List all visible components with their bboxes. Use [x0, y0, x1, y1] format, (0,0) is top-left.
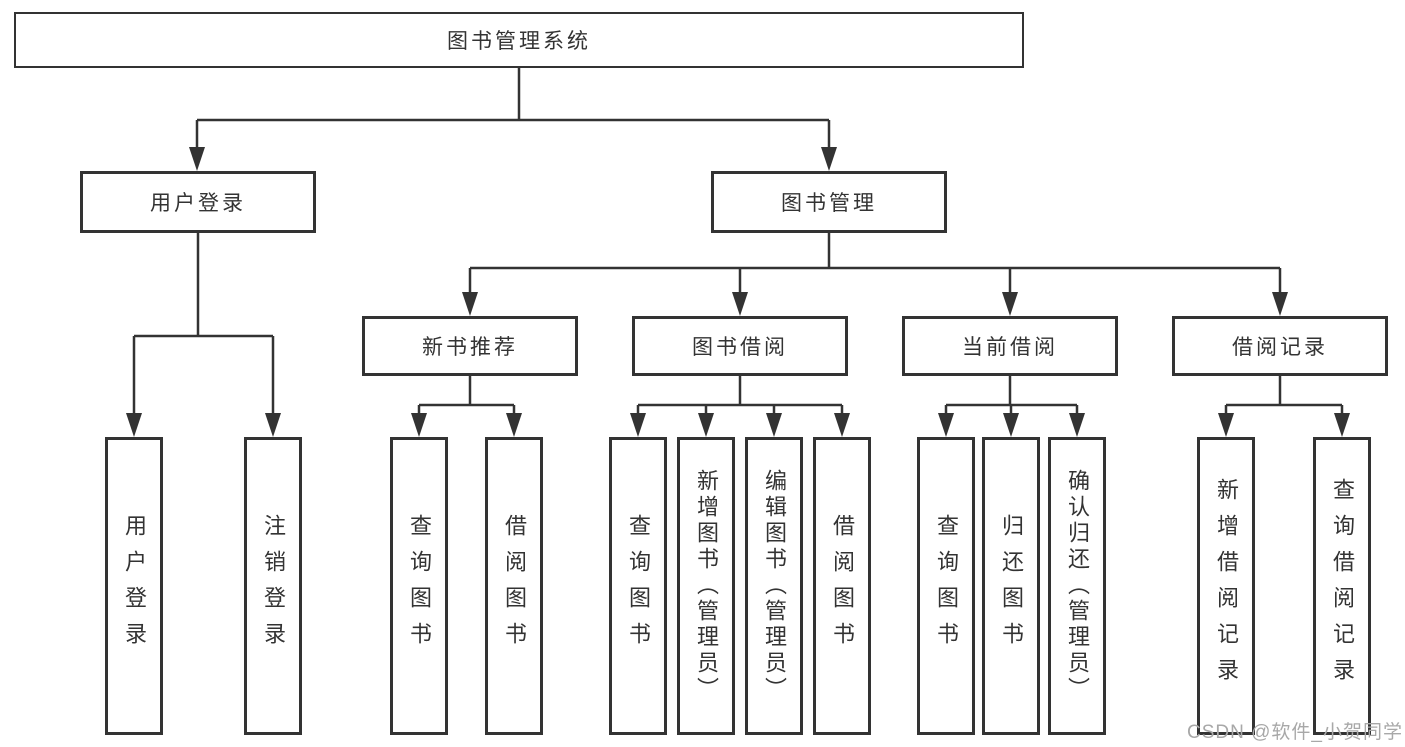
node-label: 用户登录 — [150, 192, 246, 215]
node-new-book-recommendation: 新书推荐 — [362, 316, 578, 376]
node-label: 借阅图书 — [502, 514, 527, 658]
node-label: 查询图书 — [626, 514, 651, 658]
node-label: 查询借阅记录 — [1330, 478, 1355, 694]
node-leaf-query-books-current: 查询图书 — [917, 437, 975, 735]
node-leaf-add-books-admin: 新增图书（管理员） — [677, 437, 735, 735]
node-user-login-module: 用户登录 — [80, 171, 316, 233]
node-label: 查询图书 — [934, 514, 959, 658]
node-label: 注销登录 — [261, 514, 286, 658]
node-leaf-query-borrow-record: 查询借阅记录 — [1313, 437, 1371, 735]
node-leaf-query-books-recommend: 查询图书 — [390, 437, 448, 735]
node-label: 借阅记录 — [1232, 336, 1328, 359]
node-label: 用户登录 — [122, 514, 147, 658]
node-label: 新增借阅记录 — [1214, 478, 1239, 694]
csdn-watermark: CSDN @软件_小贺同学 — [1187, 722, 1403, 743]
node-label: 归还图书 — [999, 514, 1024, 658]
node-label: 查询图书 — [407, 514, 432, 658]
node-leaf-borrow-books-borrowing: 借阅图书 — [813, 437, 871, 735]
node-label: 新书推荐 — [422, 336, 518, 359]
node-label: 当前借阅 — [962, 336, 1058, 359]
node-label: 确认归还（管理员） — [1065, 469, 1090, 703]
node-label: 图书管理 — [781, 192, 877, 215]
node-book-borrowing: 图书借阅 — [632, 316, 848, 376]
node-leaf-user-login: 用户登录 — [105, 437, 163, 735]
node-leaf-borrow-books-recommend: 借阅图书 — [485, 437, 543, 735]
node-borrowing-records: 借阅记录 — [1172, 316, 1388, 376]
node-library-management-system: 图书管理系统 — [14, 12, 1024, 68]
node-label: 新增图书（管理员） — [694, 469, 719, 703]
node-label: 编辑图书（管理员） — [762, 469, 787, 703]
node-current-borrowing: 当前借阅 — [902, 316, 1118, 376]
node-book-management-module: 图书管理 — [711, 171, 947, 233]
node-leaf-edit-books-admin: 编辑图书（管理员） — [745, 437, 803, 735]
node-leaf-return-books: 归还图书 — [982, 437, 1040, 735]
node-leaf-logout: 注销登录 — [244, 437, 302, 735]
node-leaf-add-borrow-record: 新增借阅记录 — [1197, 437, 1255, 735]
node-label: 图书借阅 — [692, 336, 788, 359]
node-leaf-confirm-return-admin: 确认归还（管理员） — [1048, 437, 1106, 735]
node-label: 借阅图书 — [830, 514, 855, 658]
node-leaf-query-books-borrowing: 查询图书 — [609, 437, 667, 735]
node-label: 图书管理系统 — [447, 30, 591, 53]
